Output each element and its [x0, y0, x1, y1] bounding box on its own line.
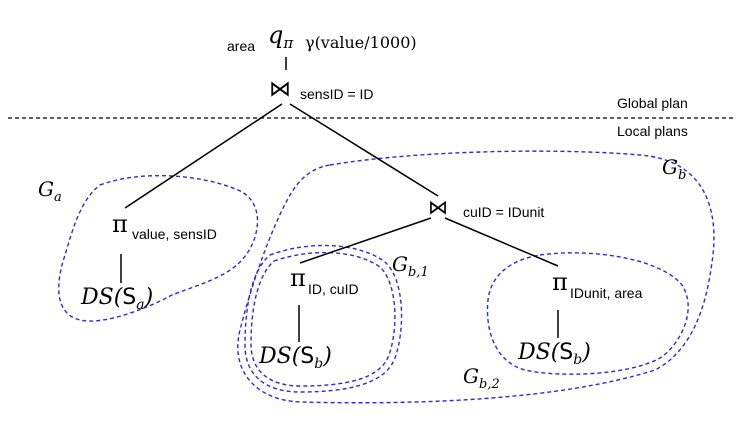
global-plan-label: Global plan — [617, 95, 688, 111]
edge-join-to-inner-join — [289, 103, 439, 197]
inner-join-condition: cuID = IDunit — [463, 204, 544, 220]
source-a: DS(Sa) — [80, 285, 153, 313]
group-b2-label: Gb,2 — [463, 364, 500, 392]
proj-b2-attrs: IDunit, area — [570, 285, 643, 301]
edge-inner-join-to-proj-b2 — [444, 217, 559, 267]
inner-join-symbol: ⋈ — [428, 195, 448, 219]
proj-a-attrs: value, sensID — [132, 226, 217, 242]
edge-inner-join-to-proj-b1 — [299, 217, 432, 264]
local-plans-label: Local plans — [617, 123, 688, 139]
group-a-label: Ga — [38, 177, 62, 205]
source-b1: DS(Sb) — [258, 344, 332, 372]
root-left-label: area — [227, 38, 255, 54]
top-join-symbol: ⋈ — [269, 77, 291, 102]
proj-b1-attrs: ID, cuID — [308, 281, 359, 297]
source-b2: DS(Sb) — [517, 340, 591, 368]
group-b1-outline-inner — [250, 251, 396, 387]
edge-join-to-proj-a — [124, 103, 283, 209]
group-b2-outline — [486, 252, 689, 375]
proj-a-symbol: π — [112, 210, 128, 238]
top-join-condition: sensID = ID — [300, 86, 374, 102]
group-b1-label: Gb,1 — [392, 252, 429, 280]
root-q-symbol: qπ — [268, 21, 294, 52]
group-b-label: Gb — [662, 155, 686, 183]
proj-b2-symbol: π — [552, 268, 568, 296]
root-aggregate: γ(value/1000) — [305, 33, 417, 52]
proj-b1-symbol: π — [290, 264, 306, 292]
group-b1-outline — [244, 244, 403, 393]
